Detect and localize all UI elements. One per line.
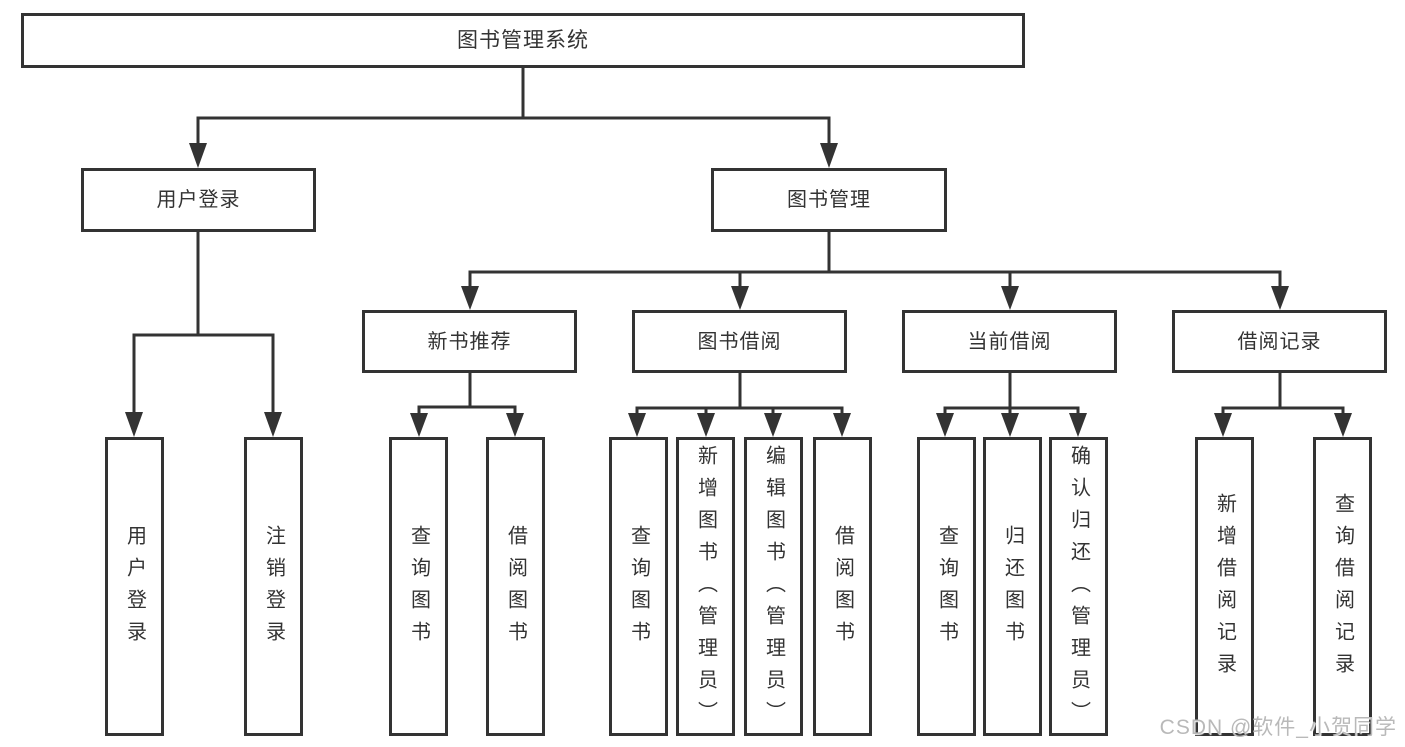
arrowhead	[936, 413, 954, 437]
connector-user-login-to-children	[125, 230, 282, 437]
arrowhead	[820, 143, 838, 168]
arrowhead	[1334, 413, 1352, 437]
node-bb-query: 查询图书	[609, 437, 668, 736]
node-root: 图书管理系统	[21, 13, 1025, 68]
node-user-login: 用户登录	[81, 168, 316, 232]
arrowhead	[461, 286, 479, 310]
node-br-add: 新增借阅记录	[1195, 437, 1254, 736]
arrowhead	[628, 413, 646, 437]
connector-borrow-record-to-children	[1214, 371, 1352, 437]
node-user-login-leaf: 用户登录	[105, 437, 164, 736]
node-book-borrow: 图书借阅	[632, 310, 847, 373]
arrowhead	[1271, 286, 1289, 310]
node-book-management: 图书管理	[711, 168, 947, 232]
connector-book-management-to-level3	[461, 230, 1289, 310]
arrowhead	[697, 413, 715, 437]
node-logout-leaf: 注销登录	[244, 437, 303, 736]
watermark: CSDN @软件_小贺同学	[1159, 716, 1397, 739]
arrowhead	[833, 413, 851, 437]
node-current-borrow: 当前借阅	[902, 310, 1117, 373]
node-borrow-record: 借阅记录	[1172, 310, 1387, 373]
node-br-query: 查询借阅记录	[1313, 437, 1372, 736]
arrowhead	[1069, 413, 1087, 437]
connector-root-to-level2	[189, 66, 838, 168]
arrowhead	[731, 286, 749, 310]
node-nb-borrow: 借阅图书	[486, 437, 545, 736]
node-cb-query: 查询图书	[917, 437, 976, 736]
arrowhead	[1001, 413, 1019, 437]
node-cb-confirm: 确认归还（管理员）	[1049, 437, 1108, 736]
node-bb-add: 新增图书（管理员）	[676, 437, 735, 736]
node-bb-edit: 编辑图书（管理员）	[744, 437, 803, 736]
connector-current-borrow-to-children	[936, 371, 1087, 437]
node-nb-query: 查询图书	[389, 437, 448, 736]
node-cb-return: 归还图书	[983, 437, 1042, 736]
arrowhead	[189, 143, 207, 168]
connector-new-book-recommend-to-children	[410, 371, 524, 437]
node-new-book-recommend: 新书推荐	[362, 310, 577, 373]
arrowhead	[264, 412, 282, 437]
arrowhead	[506, 413, 524, 437]
node-bb-borrow: 借阅图书	[813, 437, 872, 736]
arrowhead	[1001, 286, 1019, 310]
arrowhead	[410, 413, 428, 437]
arrowhead	[764, 413, 782, 437]
connector-book-borrow-to-children	[628, 371, 851, 437]
arrowhead	[125, 412, 143, 437]
arrowhead	[1214, 413, 1232, 437]
